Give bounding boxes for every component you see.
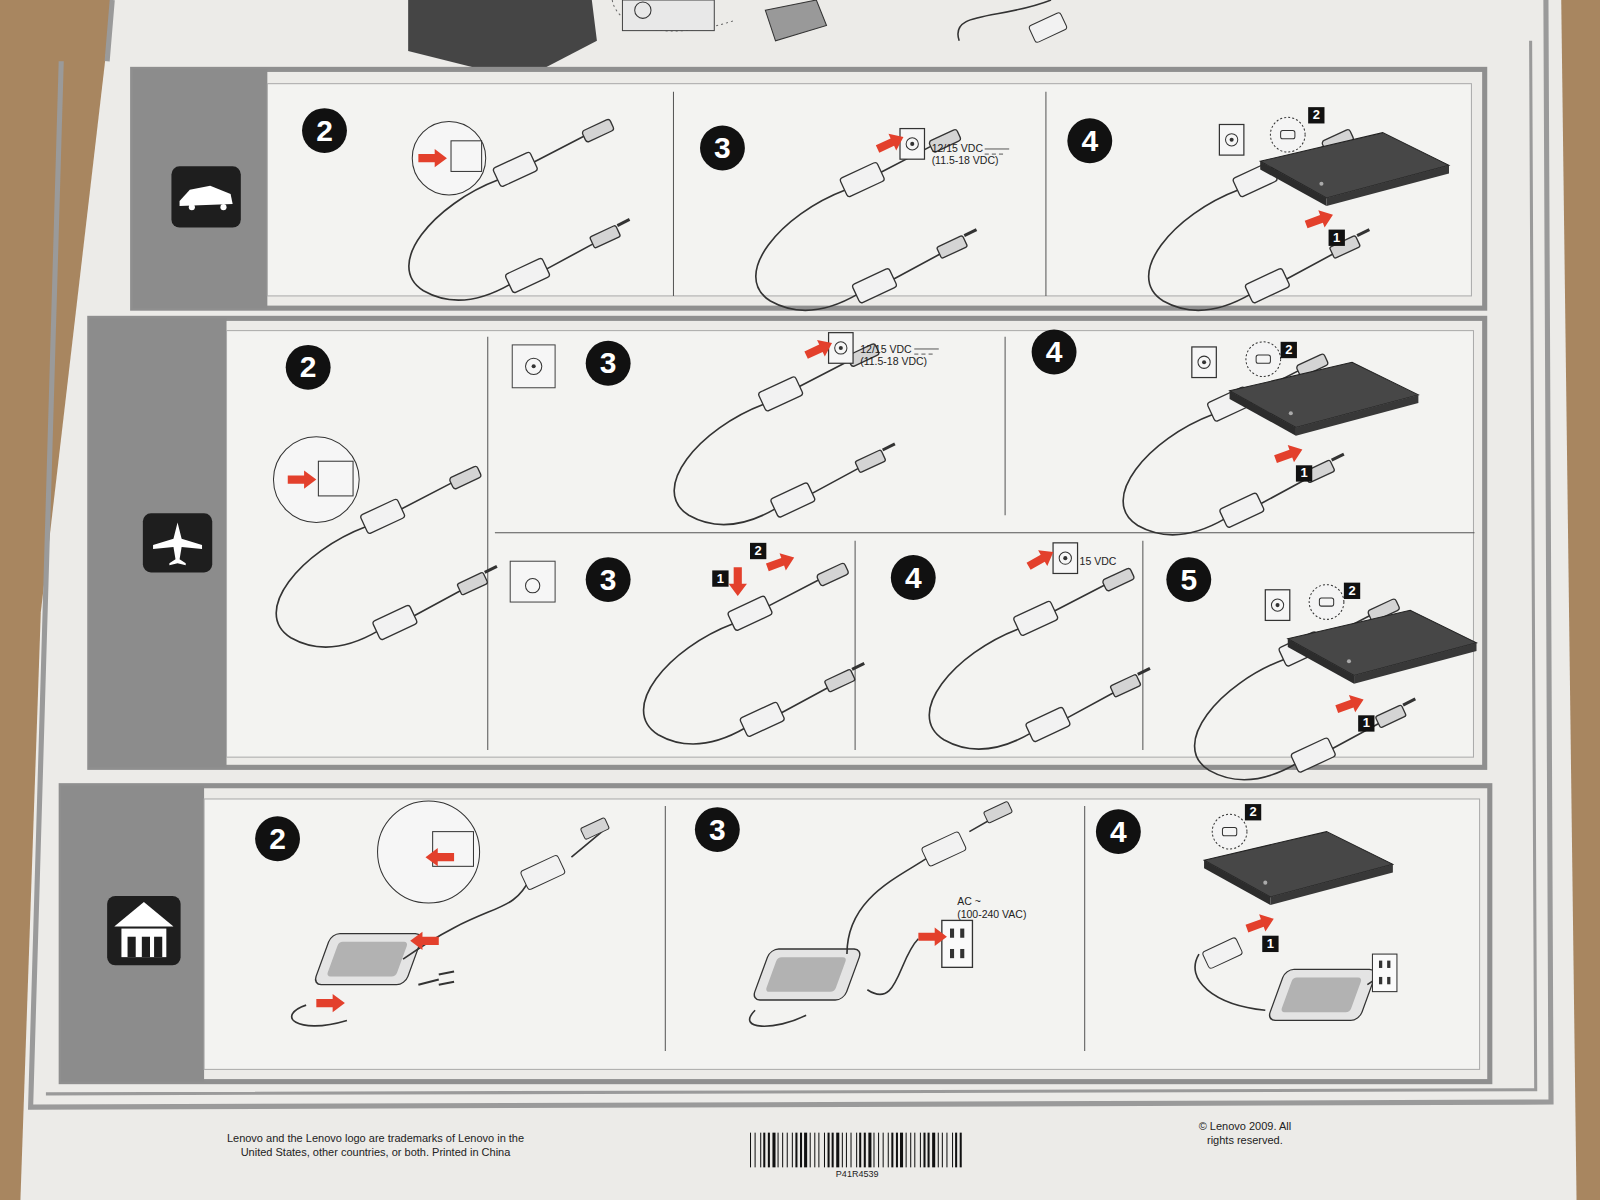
spec-label: (100-240 VAC) xyxy=(957,908,1026,920)
step-number: 5 xyxy=(1180,564,1197,596)
callout-number: 1 xyxy=(1333,231,1340,245)
callout-number: 1 xyxy=(717,572,724,586)
step-number: 3 xyxy=(600,564,617,596)
spec-label: 15 VDC xyxy=(1080,555,1117,567)
step-number: 4 xyxy=(1046,336,1063,368)
step-number: 2 xyxy=(300,351,317,383)
callout-number: 2 xyxy=(1249,805,1256,819)
step-number: 2 xyxy=(316,115,333,147)
callout-number: 1 xyxy=(1300,466,1307,480)
step-number: 3 xyxy=(709,814,726,846)
step-number: 4 xyxy=(1110,816,1127,848)
callout-number: 2 xyxy=(755,544,762,558)
callout-number: 2 xyxy=(1313,108,1320,122)
callout-number: 1 xyxy=(1267,937,1274,951)
footer-text: © Lenovo 2009. All rights reserved. xyxy=(1189,1119,1301,1147)
part-number: P41R4539 xyxy=(836,1169,879,1179)
footer-text: Lenovo and the Lenovo logo are trademark… xyxy=(217,1131,533,1159)
callout-number: 1 xyxy=(1363,716,1370,730)
spec-label: 12/15 VDC xyxy=(860,343,911,355)
callout-number: 2 xyxy=(1285,343,1292,357)
step-number: 4 xyxy=(905,562,922,594)
spec-label: AC ~ xyxy=(957,895,981,907)
step-number: 2 xyxy=(269,823,286,855)
step-number: 3 xyxy=(600,347,617,379)
spec-label: (11.5-18 VDC) xyxy=(860,355,927,367)
spec-label: (11.5-18 VDC) xyxy=(932,154,999,166)
barcode xyxy=(750,1133,962,1168)
step-number: 4 xyxy=(1081,125,1098,157)
spec-label: 12/15 VDC xyxy=(932,142,983,154)
step-number: 3 xyxy=(714,132,731,164)
callout-number: 2 xyxy=(1348,584,1355,598)
